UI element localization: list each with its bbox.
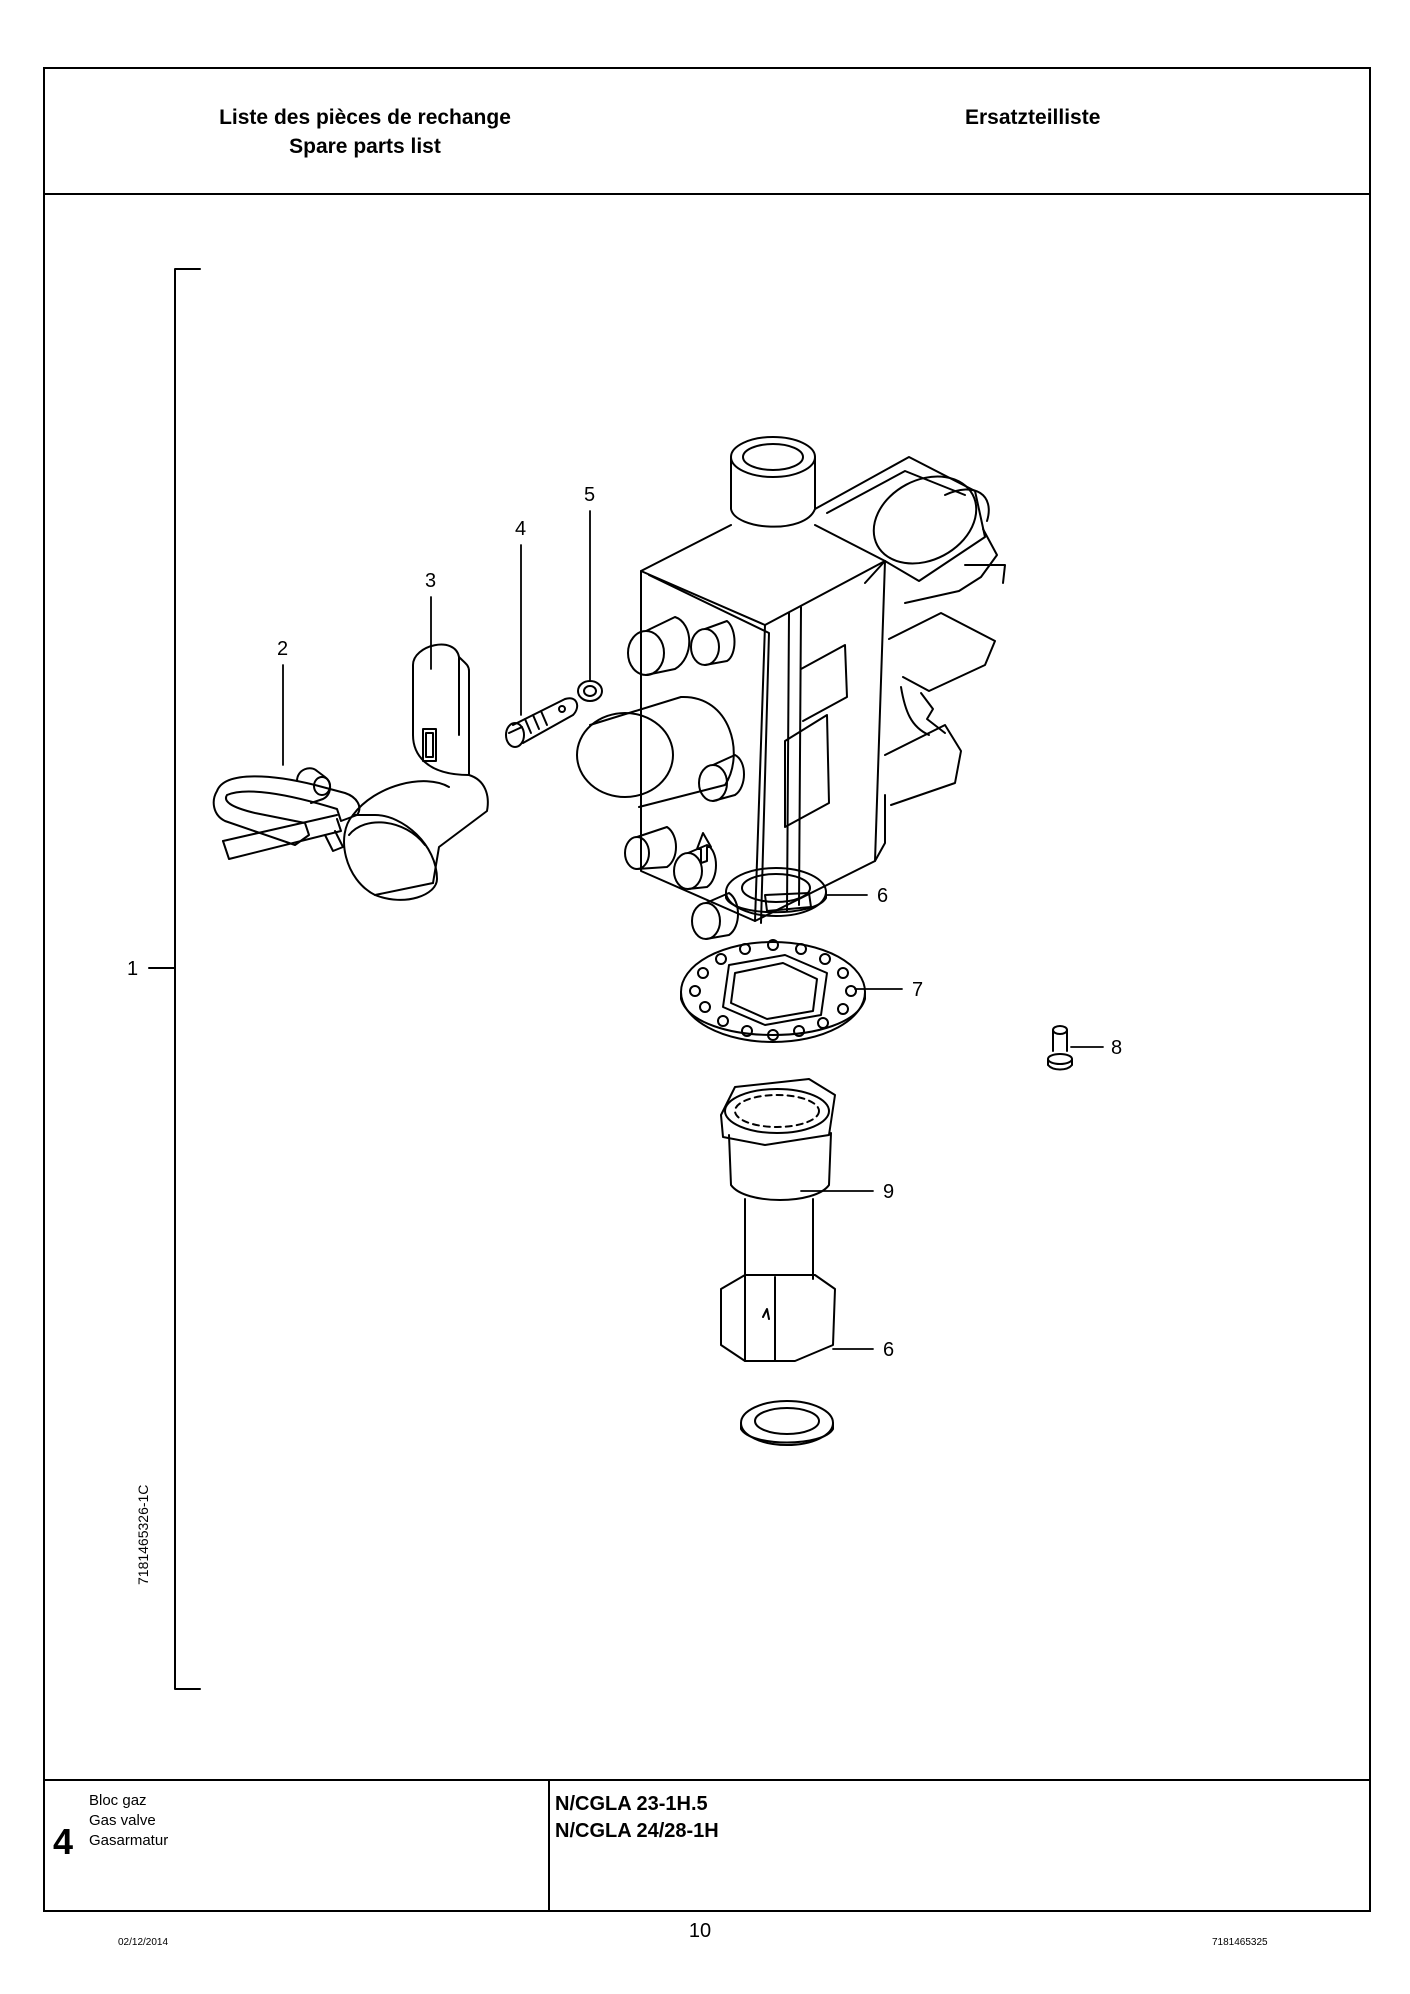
part-8-pin: [1047, 1025, 1073, 1071]
part-2-clip: [212, 767, 361, 860]
callout-2: 2: [277, 638, 288, 660]
part-7-flange: [680, 939, 866, 1043]
callout-6-upper: 6: [877, 885, 888, 907]
title-de: Ersatzteilliste: [965, 106, 1101, 129]
part-3-knob: [343, 643, 489, 901]
description-fr: Bloc gaz: [89, 1792, 147, 1809]
gas-valve-illustration: 1 2 3 4 5 6 7 8 9 6: [127, 268, 1122, 1690]
part-4-screw: [505, 697, 579, 748]
title-en: Spare parts list: [289, 135, 441, 158]
callout-4: 4: [515, 518, 526, 540]
model-list: N/CGLA 23-1H.5 N/CGLA 24/28-1H: [555, 1791, 719, 1845]
page-frame: Liste des pièces de rechange Spare parts…: [43, 67, 1371, 1912]
header: Liste des pièces de rechange Spare parts…: [45, 69, 1369, 195]
callout-3: 3: [425, 570, 436, 592]
header-title-fr-en: Liste des pièces de rechange Spare parts…: [205, 103, 525, 161]
part-description: Bloc gaz Gas valve Gasarmatur: [89, 1791, 168, 1851]
leader-lines: [282, 510, 1104, 1350]
group-number: 4: [53, 1821, 74, 1862]
part-9-union: [720, 1078, 836, 1362]
page-number: 10: [688, 1920, 712, 1942]
callout-9: 9: [883, 1181, 894, 1203]
callout-7: 7: [912, 979, 923, 1001]
description-en: Gas valve: [89, 1812, 156, 1829]
exploded-drawing: 1 2 3 4 5 6 7 8 9 6 7181465326-1C: [45, 195, 1369, 1780]
footer-title-block: 4 Bloc gaz Gas valve Gasarmatur N/CGLA 2…: [45, 1779, 1369, 1910]
gas-valve-body: [576, 436, 1006, 940]
title-fr: Liste des pièces de rechange: [219, 106, 511, 129]
model-2: N/CGLA 24/28-1H: [555, 1820, 719, 1842]
callout-5: 5: [584, 484, 595, 506]
model-1: N/CGLA 23-1H.5: [555, 1793, 708, 1815]
document-number: 7181465326-1C: [135, 1484, 151, 1585]
part-6-gasket-lower: [740, 1400, 834, 1446]
reference-number: 7181465325: [1212, 1937, 1268, 1948]
print-date: 02/12/2014: [118, 1937, 169, 1948]
assembly-bracket: [148, 268, 201, 1690]
description-de: Gasarmatur: [89, 1832, 169, 1849]
callout-8: 8: [1111, 1037, 1122, 1059]
footer-divider: [548, 1781, 550, 1910]
callout-labels: 1 2 3 4 5 6 7 8 9 6: [127, 484, 1122, 1361]
part-5-oring: [577, 680, 603, 702]
callout-6-lower: 6: [883, 1339, 894, 1361]
part-6-gasket-upper: [725, 867, 827, 917]
callout-1: 1: [127, 958, 138, 980]
